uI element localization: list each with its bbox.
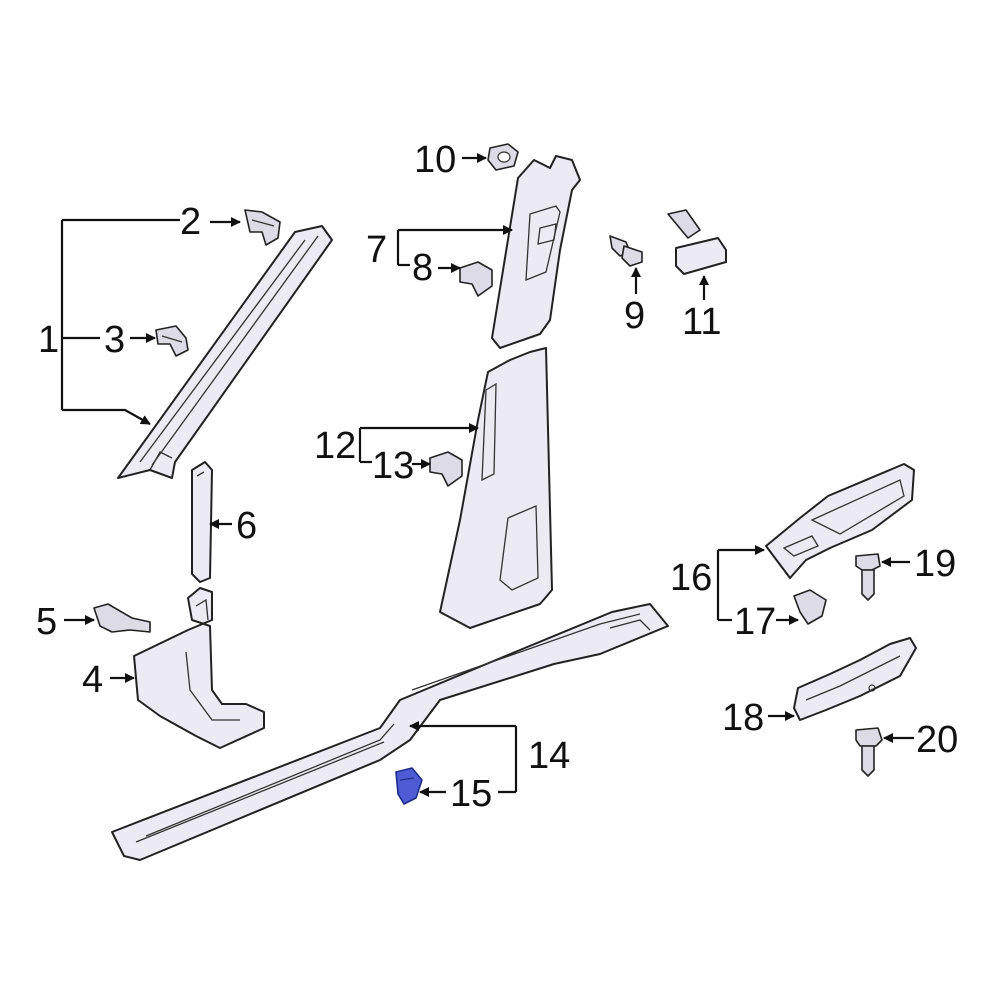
callout-1: 1 — [38, 319, 59, 361]
callout-17: 17 — [734, 601, 776, 643]
callout-9: 9 — [624, 295, 645, 337]
callout-7: 7 — [366, 229, 387, 271]
callout-8: 8 — [412, 247, 433, 289]
part-4-kick-panel — [133, 587, 265, 749]
callout-12: 12 — [314, 425, 356, 467]
part-3-clip — [155, 325, 189, 357]
part-8-clip — [459, 261, 493, 297]
part-6-trim-strip — [191, 461, 213, 583]
callout-19: 19 — [914, 543, 956, 585]
callout-labels: 1 2 3 4 5 6 7 8 9 10 11 12 13 14 15 16 1… — [36, 139, 958, 815]
callout-4: 4 — [82, 659, 103, 701]
part-7-upper-b-pillar — [491, 155, 581, 349]
callout-11: 11 — [682, 301, 721, 343]
callout-20: 20 — [916, 719, 958, 761]
callout-13: 13 — [372, 445, 414, 487]
leader-lines — [60, 153, 914, 797]
part-10-nut — [487, 143, 519, 171]
callout-16: 16 — [670, 557, 712, 599]
part-1-a-pillar-trim — [117, 225, 333, 479]
part-5-clip — [93, 603, 151, 633]
part-11-cap — [667, 209, 727, 275]
callout-15: 15 — [450, 773, 492, 815]
callout-14: 14 — [528, 735, 570, 777]
callout-10: 10 — [414, 139, 456, 181]
part-14-sill-plate — [111, 603, 669, 861]
part-20-screw — [855, 727, 883, 777]
part-9-bolt — [609, 235, 643, 267]
callout-2: 2 — [180, 201, 201, 243]
callout-18: 18 — [722, 697, 764, 739]
callout-6: 6 — [236, 505, 257, 547]
part-17-clip — [793, 589, 827, 625]
part-19-screw — [855, 553, 881, 601]
part-13-clip — [429, 451, 463, 487]
part-2-clip — [244, 209, 281, 246]
part-12-lower-b-pillar — [439, 347, 553, 629]
callout-5: 5 — [36, 601, 57, 643]
callout-3: 3 — [104, 319, 125, 361]
part-16-handle-trim — [765, 463, 915, 579]
part-18-bracket — [793, 637, 917, 721]
part-15-clip-highlighted — [395, 767, 423, 805]
